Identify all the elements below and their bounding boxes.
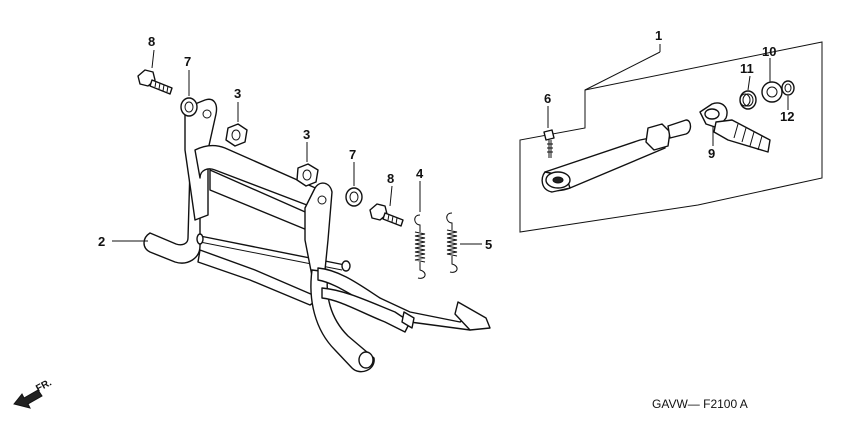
label-8-lower: 8 bbox=[387, 171, 394, 186]
washer-lower bbox=[345, 187, 363, 207]
bolt-6 bbox=[543, 129, 555, 158]
label-4: 4 bbox=[416, 166, 424, 181]
label-10: 10 bbox=[762, 44, 776, 59]
label-5: 5 bbox=[485, 237, 492, 252]
label-8-upper: 8 bbox=[148, 34, 155, 49]
washer-10 bbox=[761, 81, 783, 103]
washer-upper bbox=[180, 97, 198, 117]
collar-lower bbox=[296, 163, 319, 187]
spindle-9 bbox=[699, 102, 771, 153]
label-11: 11 bbox=[740, 61, 754, 76]
label-1: 1 bbox=[655, 28, 662, 43]
flange-bolt-lower bbox=[369, 203, 404, 227]
kick-starter-arm bbox=[541, 119, 692, 193]
main-stand bbox=[143, 98, 491, 373]
label-7-lower: 7 bbox=[349, 147, 356, 162]
front-arrow-icon: FR. bbox=[13, 377, 54, 409]
diagram-code: GAVW— F2100 A bbox=[652, 397, 748, 411]
label-7-upper: 7 bbox=[184, 54, 191, 69]
front-label: FR. bbox=[34, 377, 54, 394]
label-2: 2 bbox=[98, 234, 105, 249]
leader-lines bbox=[112, 49, 789, 245]
label-3-upper: 3 bbox=[234, 86, 241, 101]
circlip-12 bbox=[781, 80, 795, 96]
flange-bolt-upper bbox=[137, 69, 173, 95]
spring-11 bbox=[739, 90, 757, 110]
kick-starter-group-box bbox=[519, 41, 823, 233]
label-3-lower: 3 bbox=[303, 127, 310, 142]
label-12: 12 bbox=[780, 109, 794, 124]
spring-5 bbox=[446, 212, 458, 273]
collar-upper bbox=[225, 123, 248, 147]
label-6: 6 bbox=[544, 91, 551, 106]
spring-4 bbox=[414, 214, 426, 279]
label-9: 9 bbox=[708, 146, 715, 161]
